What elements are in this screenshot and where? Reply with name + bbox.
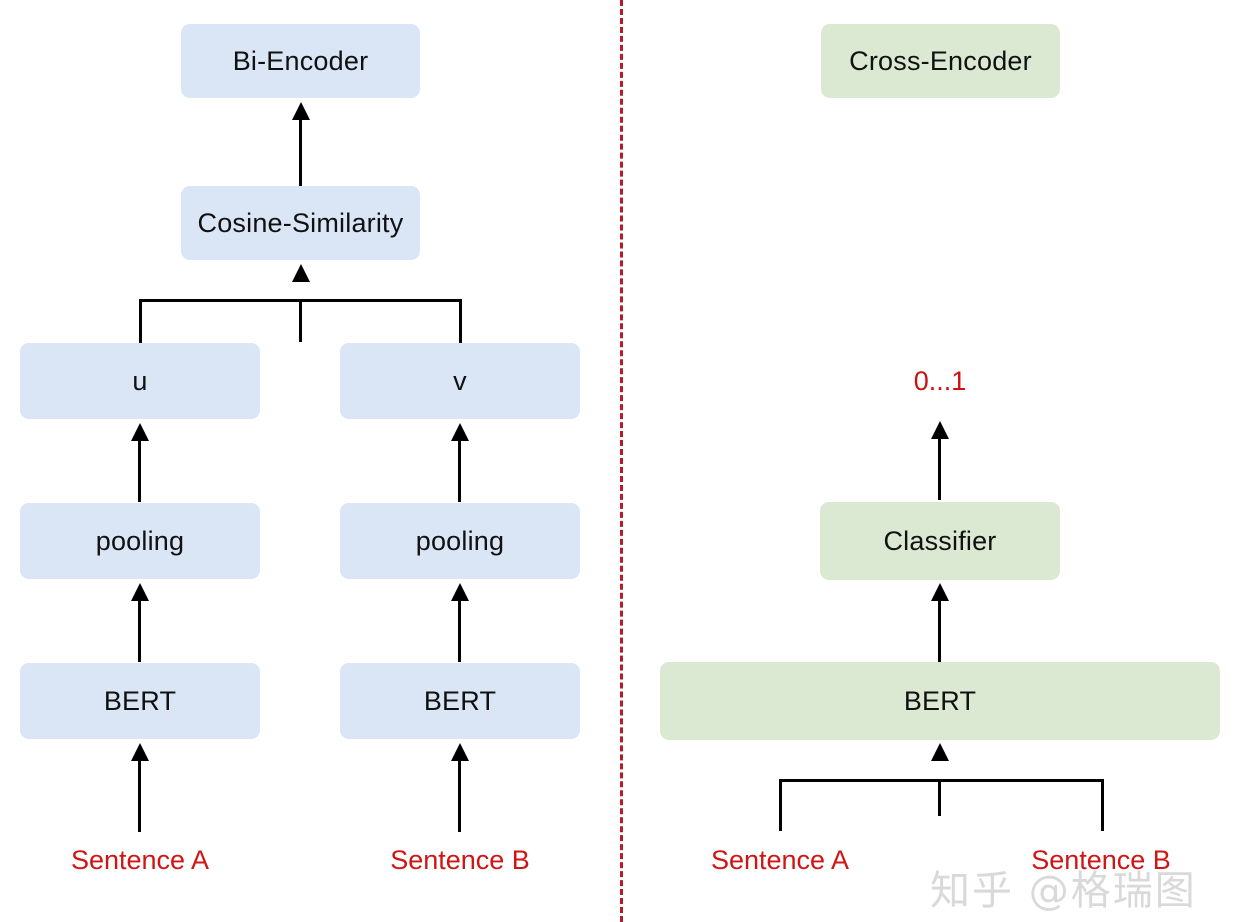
edge-bert-to-classifier-line [938,600,941,662]
label-sentence-a-right: Sentence A [710,844,850,875]
node-pooling-a: pooling [20,503,260,579]
edge-poolingA-to-u-line [138,440,141,502]
edge-poolingB-to-v-line [458,440,461,502]
edge-cosine-to-biencoder-line [299,118,302,198]
edge-bertB-to-poolingB-line [458,600,461,662]
edge-u-riser [139,299,142,344]
edge-uv-merge-horizontal [139,299,462,302]
edge-sentence-b-riser [1101,779,1104,831]
label-sentence-b-left: Sentence B [390,844,530,875]
edge-classifier-to-score-line [938,438,941,500]
edge-poolingB-to-v-arrowhead [451,423,469,441]
edge-merge-to-cosine-line [299,300,302,342]
edge-sentences-to-bert-arrowhead [931,743,949,761]
edge-classifier-to-score-arrowhead [931,421,949,439]
label-score-range: 0...1 [913,365,967,396]
edge-bertA-to-poolingA-line [138,600,141,662]
node-bert-cross: BERT [660,662,1220,740]
node-bert-b: BERT [340,663,580,739]
edge-poolingA-to-u-arrowhead [131,423,149,441]
node-classifier: Classifier [820,502,1060,580]
node-bi-encoder-title: Bi-Encoder [181,24,420,98]
node-pooling-b: pooling [340,503,580,579]
node-vector-v: v [340,343,580,419]
edge-bert-to-classifier-arrowhead [931,583,949,601]
edge-sentences-merge-horizontal [779,779,1104,782]
edge-v-riser [459,299,462,344]
watermark-text: 知乎 @格瑞图 [930,868,1197,914]
edge-sentenceA-to-bertA-arrowhead [131,743,149,761]
node-cosine-similarity: Cosine-Similarity [181,186,420,260]
edge-merge-to-cosine-arrowhead [292,264,310,282]
edge-bertB-to-poolingB-arrowhead [451,583,469,601]
edge-sentenceA-to-bertA-line [138,760,141,832]
node-bert-a: BERT [20,663,260,739]
edge-sentenceB-to-bertB-arrowhead [451,743,469,761]
edge-cosine-to-biencoder-arrowhead [292,102,310,120]
edge-sentences-to-bert-line [938,780,941,816]
node-vector-u: u [20,343,260,419]
panel-divider [620,0,623,922]
edge-sentence-a-riser [779,779,782,831]
label-sentence-a-left: Sentence A [70,844,210,875]
node-cross-encoder-title: Cross-Encoder [821,24,1060,98]
edge-bertA-to-poolingA-arrowhead [131,583,149,601]
edge-sentenceB-to-bertB-line [458,760,461,832]
label-sentence-b-right: Sentence B [1031,844,1171,875]
